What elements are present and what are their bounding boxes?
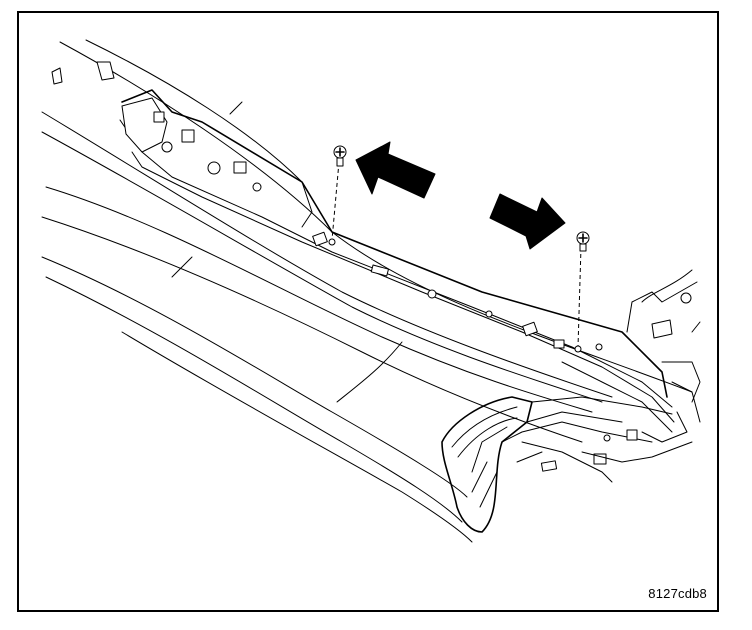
- technical-illustration: [41, 39, 701, 543]
- figure-code: 8127cdb8: [648, 586, 707, 601]
- figure-frame: 8127cdb8: [17, 11, 719, 612]
- arrow-right-down-icon: [489, 193, 566, 250]
- crossmember-features: [312, 231, 603, 351]
- right-bracket: [626, 269, 701, 443]
- screw-right: [574, 231, 590, 353]
- left-bracket: [51, 61, 262, 192]
- arrow-left-up-icon: [355, 141, 436, 199]
- fascia-outline: [41, 39, 693, 543]
- bumper-corner: [441, 396, 693, 533]
- screw-left: [328, 145, 347, 246]
- crossmember: [119, 89, 675, 433]
